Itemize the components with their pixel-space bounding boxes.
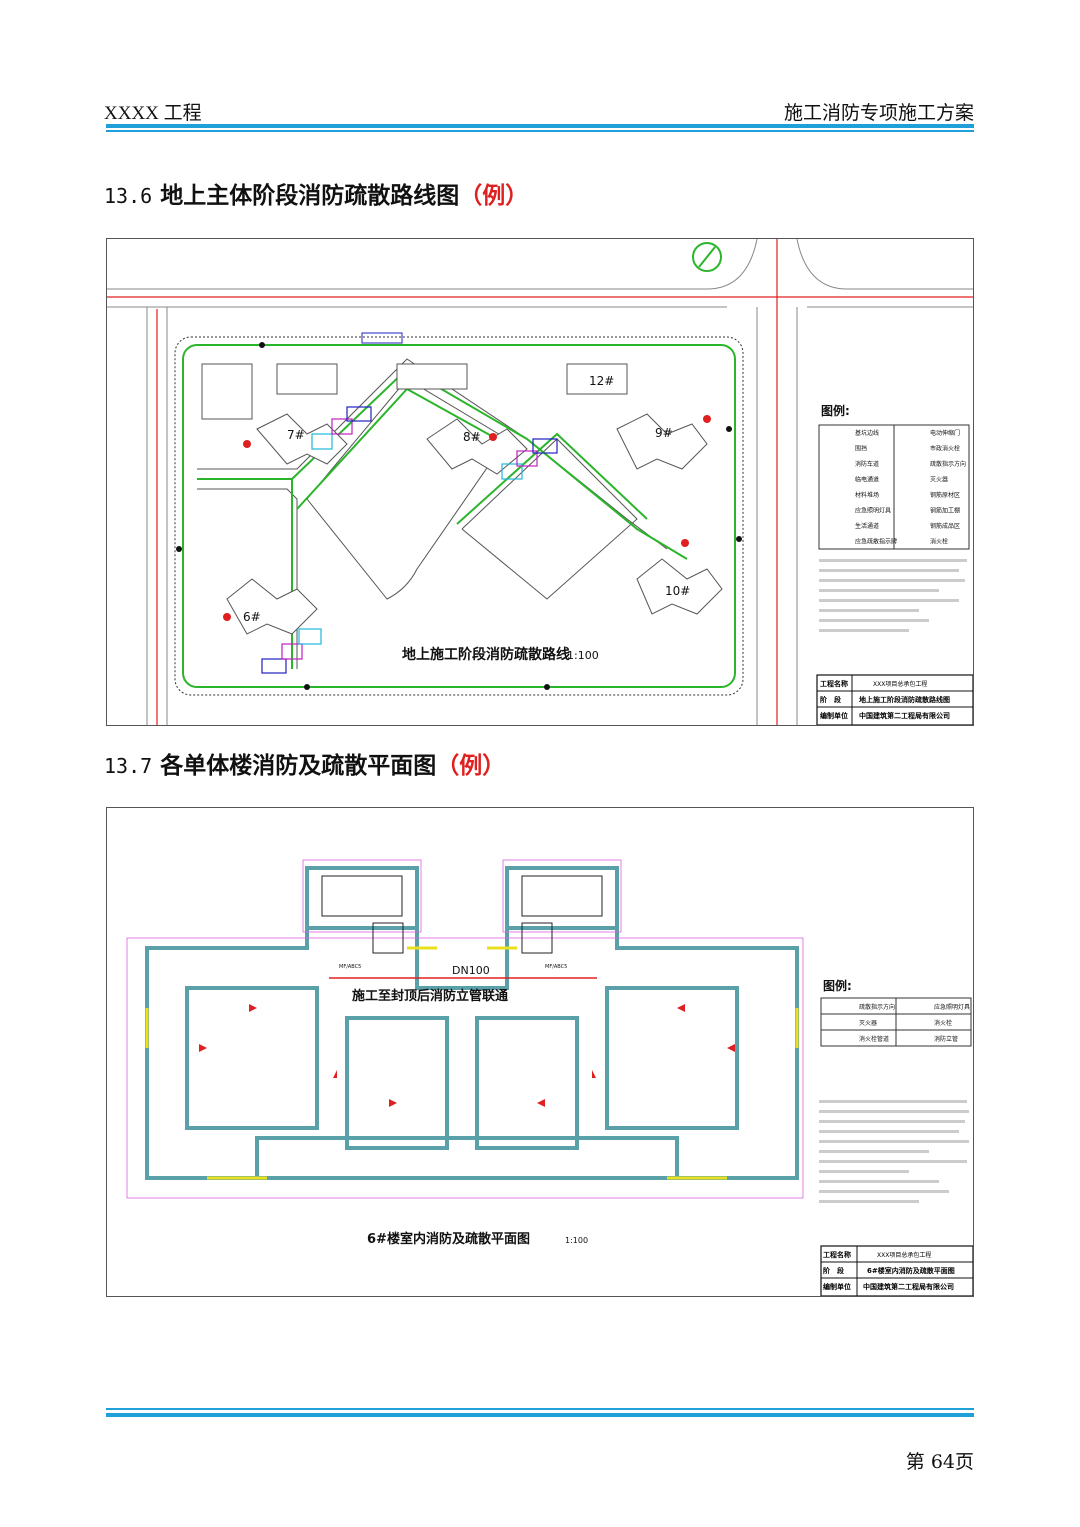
site-evacuation-plan: 7# 8# 9# 12# 6# 10# 地上施工阶段消防疏散路线 1:100 图… xyxy=(106,238,974,726)
legend-item-label: 消防车道 xyxy=(855,460,879,468)
footer-rule xyxy=(106,1413,974,1417)
header-rule xyxy=(106,124,974,128)
title-block-value: XXX项目总承包工程 xyxy=(877,1251,931,1259)
legend-item-label: 疏散指示方向 xyxy=(859,1003,895,1011)
building-label: 10# xyxy=(665,584,690,598)
legend-item-label: 市政消火栓 xyxy=(930,445,960,453)
title-block: 工程名称 XXX项目总承包工程 阶 段 地上施工阶段消防疏散路线图 编制单位 中… xyxy=(816,674,973,725)
page-number: 第 64页 xyxy=(905,1451,974,1473)
section-example-tag: （例） xyxy=(436,752,506,779)
legend-item-label: 钢筋原材区 xyxy=(930,491,960,499)
section-title-13-7: 13.7 各单体楼消防及疏散平面图（例） xyxy=(104,746,505,780)
section-number: 13.7 xyxy=(104,754,153,778)
extinguisher-label: MF/ABC5 xyxy=(545,964,567,970)
legend-item-label: 灭火器 xyxy=(859,1020,877,1027)
title-block-value: 地上施工阶段消防疏散路线图 xyxy=(859,695,950,704)
title-block-label: 编制单位 xyxy=(823,1282,851,1291)
legend-item-label: 钢筋加工棚 xyxy=(930,507,960,515)
legend-item-label: 应急照明灯具 xyxy=(934,1003,970,1011)
outer-dimension-lines xyxy=(126,859,804,1199)
legend-item-label: 基坑边线 xyxy=(855,429,879,437)
legend-table xyxy=(818,424,970,550)
plan-scale: 1:100 xyxy=(567,649,599,662)
section-heading: 各单体楼消防及疏散平面图 xyxy=(160,752,437,779)
header-doc-title: 施工消防专项施工方案 xyxy=(783,102,974,124)
title-block-value: 中国建筑第二工程局有限公司 xyxy=(859,711,950,720)
legend-item-label: 疏散指示方向 xyxy=(930,460,966,468)
header-rule-thin xyxy=(106,130,974,132)
title-block-label: 编制单位 xyxy=(820,711,848,720)
legend-item-label: 消防立管 xyxy=(934,1035,958,1043)
legend-title: 图例: xyxy=(821,403,850,418)
section-example-tag: （例） xyxy=(459,182,529,209)
title-block-label: 阶 段 xyxy=(820,695,841,704)
pipe-note: 施工至封顶后消防立管联通 xyxy=(352,988,508,1004)
road-outlines xyxy=(107,239,973,725)
evacuation-arrows xyxy=(199,1004,735,1107)
legend-item-label: 钢筋成品区 xyxy=(930,522,960,530)
title-block-label: 工程名称 xyxy=(823,1250,851,1259)
north-arrow-icon xyxy=(692,242,722,272)
legend-notes xyxy=(819,559,967,632)
hydrant-marks xyxy=(176,342,742,690)
building-label: 7# xyxy=(287,428,305,442)
building-label: 6# xyxy=(243,610,261,624)
section-title-13-6: 13.6 地上主体阶段消防疏散路线图（例） xyxy=(104,176,528,210)
site-boundary xyxy=(174,336,744,696)
legend-item-label: 灭火器 xyxy=(930,477,948,484)
red-road-centerlines xyxy=(107,239,973,725)
title-block-value: 6#楼室内消防及疏散平面图 xyxy=(867,1266,955,1275)
floor-plan-walls xyxy=(145,866,799,1180)
legend-item-label: 应急照明灯具 xyxy=(855,507,891,515)
footer-rule-thin xyxy=(106,1408,974,1410)
plan-scale: 1:100 xyxy=(565,1236,588,1245)
extinguisher-label: MF/ABC5 xyxy=(339,964,361,970)
legend-item-label: 电动伸缩门 xyxy=(930,429,960,437)
building-floor-plan: DN100 施工至封顶后消防立管联通 MF/ABC5 MF/ABC5 6#楼室内… xyxy=(106,807,974,1297)
windows xyxy=(145,946,799,1180)
buildings xyxy=(201,363,723,635)
title-block: 工程名称 XXX项目总承包工程 阶 段 6#楼室内消防及疏散平面图 编制单位 中… xyxy=(820,1245,973,1296)
title-block-value: 中国建筑第二工程局有限公司 xyxy=(863,1282,954,1291)
building-labels: 7# 8# 9# 12# 6# 10# xyxy=(243,374,690,624)
gate xyxy=(361,332,403,344)
pipe-label: DN100 xyxy=(452,964,490,977)
legend-item-label: 临电通道 xyxy=(855,476,879,484)
legend-item-label: 生活通道 xyxy=(855,522,879,530)
plan-title: 6#楼室内消防及疏散平面图 xyxy=(367,1231,530,1247)
legend-item-label: 材料堆场 xyxy=(855,491,879,499)
stairs-and-elevators xyxy=(321,875,603,954)
title-block-label: 工程名称 xyxy=(820,679,848,688)
section-number: 13.6 xyxy=(104,184,153,208)
legend-item-label: 消火栓管道 xyxy=(859,1035,889,1043)
legend-item-label: 消火栓 xyxy=(930,538,948,546)
fire-lane-loop xyxy=(182,344,736,688)
legend-title: 图例: xyxy=(823,978,852,993)
title-block-label: 阶 段 xyxy=(823,1266,844,1275)
header-project: XXXX 工程 xyxy=(104,103,202,124)
legend-item-label: 围挡 xyxy=(855,445,867,453)
legend-item-label: 应急疏散指示牌 xyxy=(855,538,897,546)
building-label: 12# xyxy=(589,374,614,388)
title-block-value: XXX项目总承包工程 xyxy=(873,680,927,688)
building-label: 8# xyxy=(463,430,481,444)
building-label: 9# xyxy=(655,426,673,440)
section-heading: 地上主体阶段消防疏散路线图 xyxy=(160,182,460,209)
legend-item-label: 消火栓 xyxy=(934,1019,952,1027)
legend-notes xyxy=(819,1100,969,1203)
extinguisher-marks xyxy=(223,415,711,621)
material-yards xyxy=(261,406,558,674)
plan-title: 地上施工阶段消防疏散路线 xyxy=(402,646,570,663)
legend-table xyxy=(820,997,972,1047)
